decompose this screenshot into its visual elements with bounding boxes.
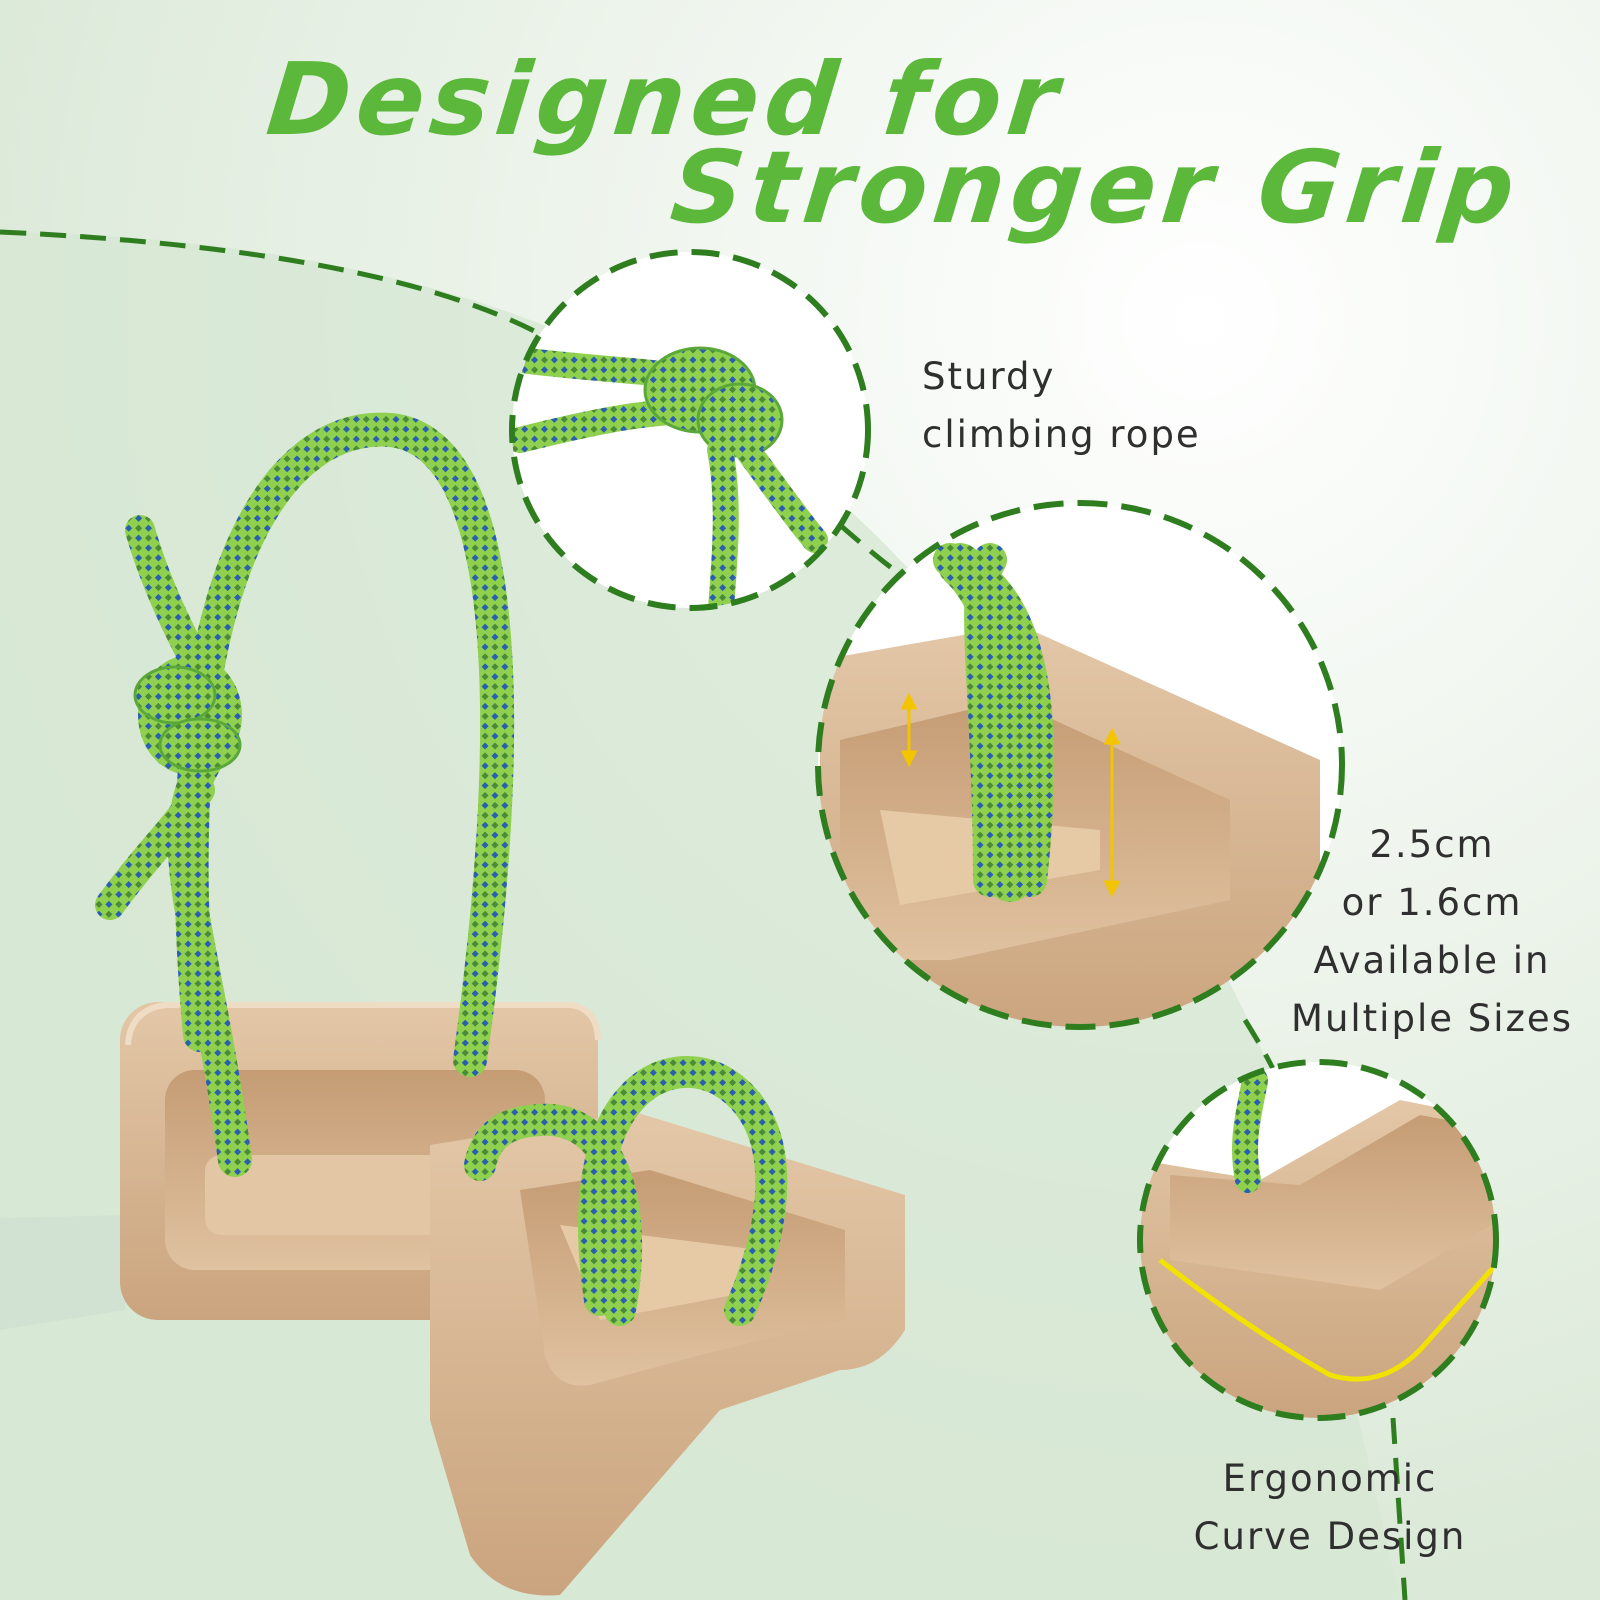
height-arrow-small: [900, 692, 918, 768]
rope-detail-circle: [509, 249, 871, 611]
curve-caption-line-1: Ergonomic: [1222, 1457, 1438, 1500]
size-caption-line-2: or 1.6cm: [1341, 881, 1523, 924]
rope-caption-line-1: Sturdy: [922, 355, 1056, 398]
dashed-path-mid: [838, 523, 907, 581]
short-rope-loop: [464, 1056, 788, 1326]
dashed-path-top: [0, 229, 562, 348]
size-caption-line-3: Available in: [1313, 939, 1551, 982]
size-caption-line-1: 2.5cm: [1369, 823, 1495, 866]
curve-highlight: [1158, 1258, 1496, 1382]
size-detail-circle: [815, 500, 1345, 1030]
curve-caption-line-2: Curve Design: [1193, 1515, 1467, 1558]
size-feature-caption: 2.5cm or 1.6cm Available in Multiple Siz…: [1272, 816, 1592, 1048]
size-caption-line-4: Multiple Sizes: [1291, 997, 1573, 1040]
height-arrow-large: [1103, 727, 1121, 898]
headline-line-2: Stronger Grip: [665, 129, 1527, 246]
rope-caption-line-2: climbing rope: [922, 413, 1201, 456]
rope-feature-caption: Sturdy climbing rope: [922, 348, 1201, 464]
curve-feature-caption: Ergonomic Curve Design: [1160, 1450, 1500, 1566]
curve-detail-circle: [1137, 1059, 1499, 1421]
dashed-path-bottom: [1390, 1417, 1408, 1600]
long-rope-loop: [95, 412, 515, 1177]
